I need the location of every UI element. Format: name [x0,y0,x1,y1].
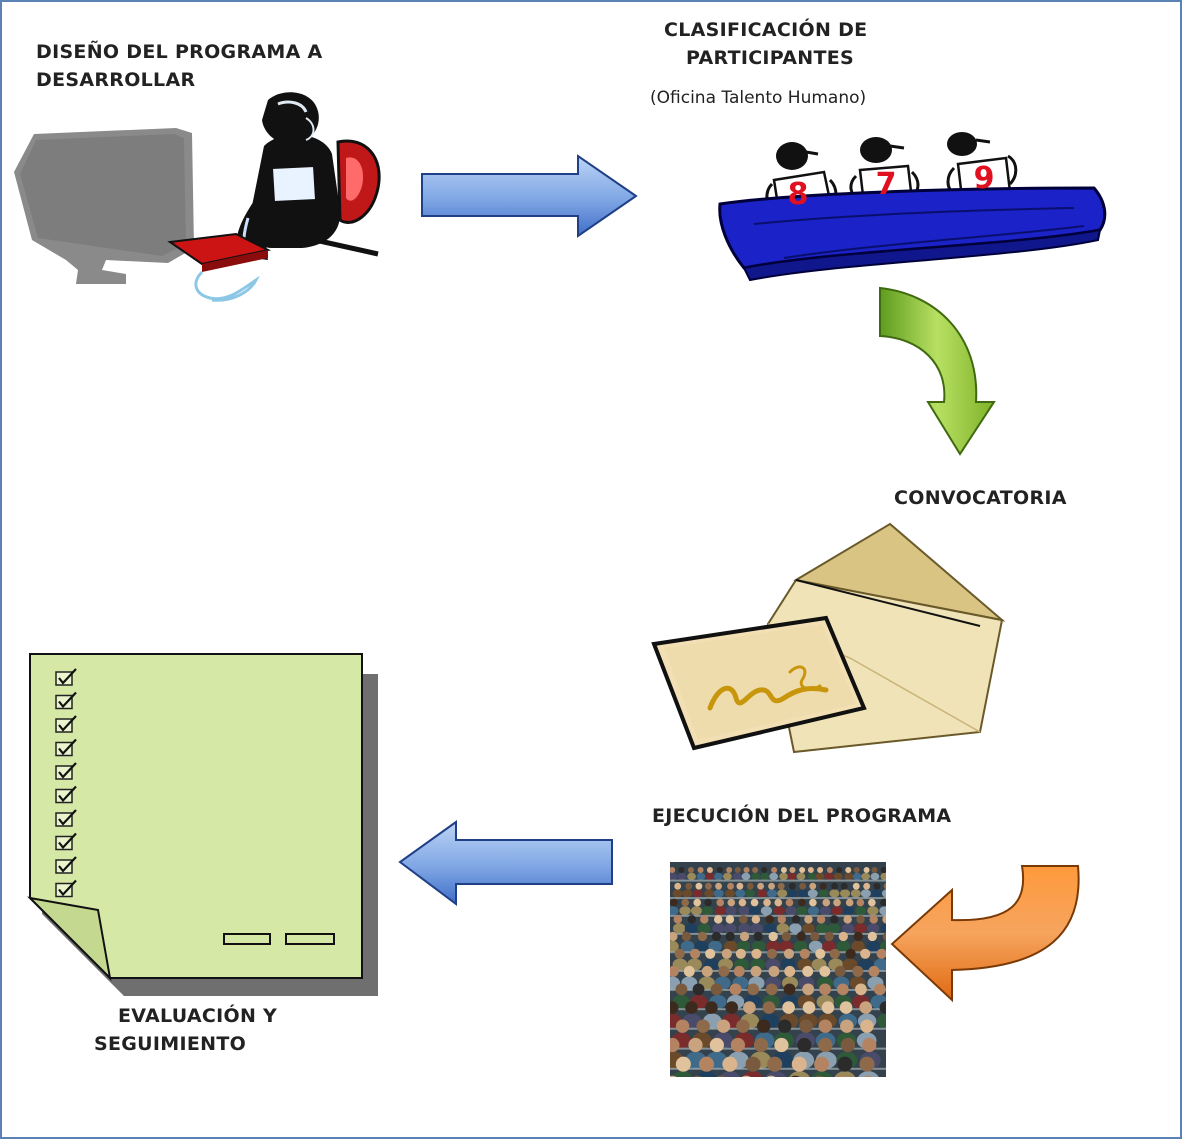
checkbox-checked-icon [55,691,77,710]
checkbox-checked-icon [55,738,77,757]
score-card-2: 7 [876,167,897,202]
judges-panel-icon: 8 7 9 [718,132,1107,282]
checkbox-checked-icon [55,785,77,804]
step-design-label: DISEÑO DEL PROGRAMA A DESARROLLAR [36,38,323,94]
envelope-letter-icon [651,522,1006,754]
checkbox-checked-icon [55,879,77,898]
right-arrow-icon [421,154,638,238]
signature-box-2 [285,933,335,945]
checkbox-checked-icon [55,832,77,851]
step-evaluation-label: EVALUACIÓN Y SEGUIMIENTO [94,1002,277,1058]
step-classification-label: CLASIFICACIÓN DE PARTICIPANTES [664,16,867,72]
score-card-1: 8 [788,177,809,212]
audience-photo [670,862,886,1077]
step-design-line2: DESARROLLAR [36,69,196,91]
step-call-label: CONVOCATORIA [894,487,1067,509]
step-classification-line2: PARTICIPANTES [686,47,855,69]
curved-left-arrow-icon [890,865,1080,1003]
step-classification-line1: CLASIFICACIÓN DE [664,19,868,41]
left-arrow-icon [398,820,613,906]
step-evaluation-line2: SEGUIMIENTO [94,1033,247,1055]
checkbox-checked-icon [55,762,77,780]
audience-photo-art [670,862,886,1077]
checkbox-checked-icon [55,715,77,733]
checkbox-checked-icon [55,809,77,827]
checkbox-checked-icon [55,856,77,874]
curved-down-arrow-icon [879,286,996,456]
signature-box-1 [223,933,271,945]
step-design-line1: DISEÑO DEL PROGRAMA A [36,41,323,63]
step-evaluation-line1: EVALUACIÓN Y [118,1005,278,1027]
score-card-3: 9 [974,161,995,196]
step-classification-subtitle: (Oficina Talento Humano) [650,88,867,108]
checkbox-checked-icon [55,668,77,686]
step-execution-label: EJECUCIÓN DEL PROGRAMA [652,805,952,827]
checklist-document-icon [27,653,378,996]
computer-user-icon [14,92,381,302]
